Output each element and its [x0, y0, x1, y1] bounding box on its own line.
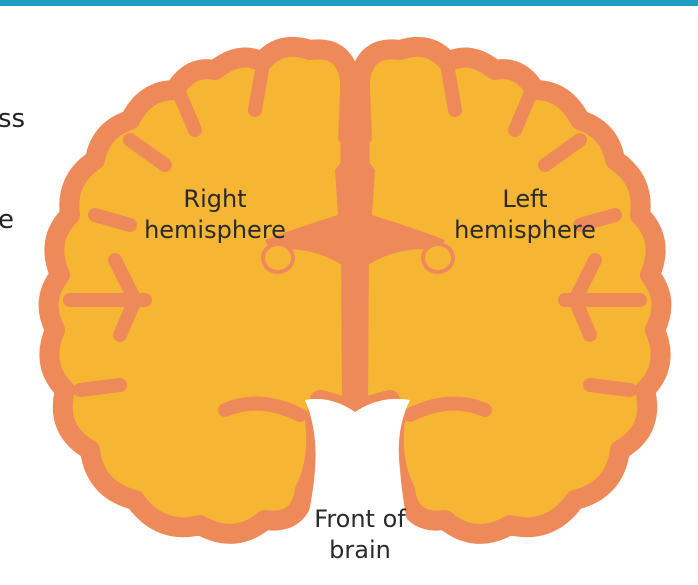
label-line: hemisphere [144, 216, 286, 244]
cut-off-text-fragment: ss [0, 104, 26, 134]
left-hemisphere-shape [348, 37, 672, 544]
label-line: hemisphere [454, 216, 596, 244]
left-hemisphere-label: Left hemisphere [420, 184, 630, 246]
cut-off-text-fragment: e [0, 205, 14, 235]
label-line: Left [502, 185, 548, 213]
front-of-brain-label: Front of brain [260, 504, 460, 566]
brainstem-gap [290, 398, 420, 560]
top-accent-bar [0, 0, 698, 6]
label-line: Right [183, 185, 247, 213]
label-line: Front of [314, 505, 406, 533]
midline-structure [265, 90, 445, 340]
lateral-ventricles [261, 242, 455, 274]
third-ventricle [346, 353, 364, 377]
sulci [63, 63, 647, 422]
right-hemisphere-shape [38, 37, 362, 544]
label-line: brain [329, 536, 391, 564]
right-hemisphere-label: Right hemisphere [110, 184, 320, 246]
